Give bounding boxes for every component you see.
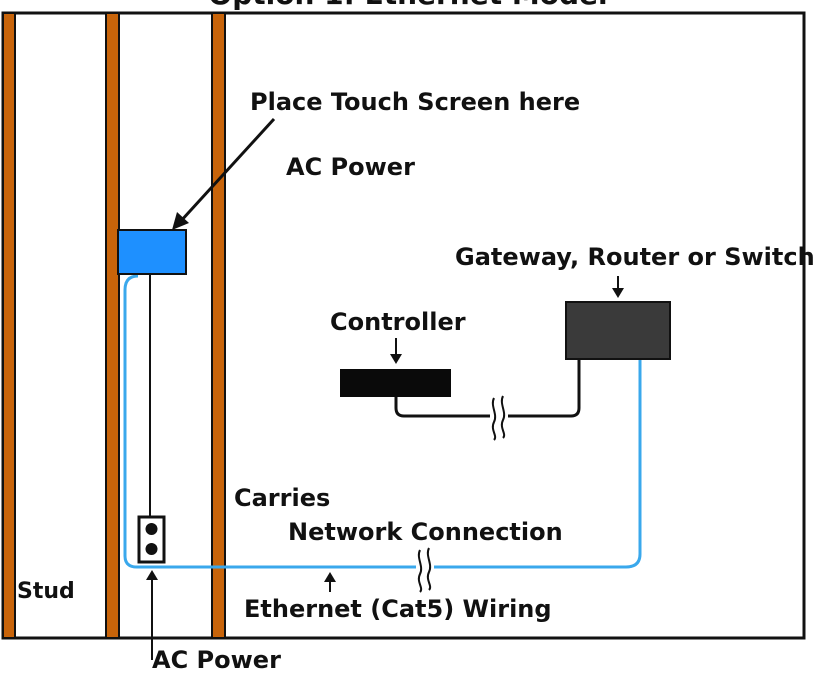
- carries-label: Carries: [234, 484, 330, 512]
- stud-left: [2, 12, 16, 639]
- touch-screen-label: Place Touch Screen here: [250, 88, 580, 116]
- controller-cable-break-mark: [491, 395, 506, 441]
- stud-right: [211, 12, 226, 639]
- gateway-pointer-arrowhead: [612, 288, 624, 298]
- stud-middle: [105, 12, 120, 639]
- stud-label: Stud: [17, 579, 75, 604]
- ethernet-wiring-label: Ethernet (Cat5) Wiring: [244, 595, 552, 623]
- controller-cable-break-gap: [490, 408, 508, 424]
- outlet-socket-bottom: [145, 543, 158, 555]
- outlet-socket-top: [145, 523, 158, 535]
- ethernet-break-gap: [416, 559, 434, 575]
- ethernet-pointer-arrowhead: [324, 572, 336, 582]
- controller-pointer-arrowhead: [390, 354, 402, 364]
- controller-cable: [394, 359, 581, 418]
- touch-screen-pointer-line: [178, 117, 276, 224]
- gateway-label: Gateway, Router or Switch: [455, 243, 815, 271]
- controller-label: Controller: [330, 308, 466, 336]
- controller-box: [340, 369, 451, 397]
- gateway-router-switch: [565, 301, 671, 360]
- touch-screen-pointer-arrowhead: [172, 212, 189, 230]
- diagram-title: Option 1: Ethernet Model: [208, 0, 607, 11]
- network-connection-label: Network Connection: [288, 518, 563, 546]
- ethernet-cable: [123, 274, 642, 569]
- ac-power-bottom-label: AC Power: [152, 646, 281, 674]
- ethernet-break-mark: [417, 547, 432, 593]
- ac-power-top-label: AC Power: [286, 153, 415, 181]
- ac-power-pointer-arrowhead: [146, 570, 158, 580]
- touch-screen: [117, 229, 187, 275]
